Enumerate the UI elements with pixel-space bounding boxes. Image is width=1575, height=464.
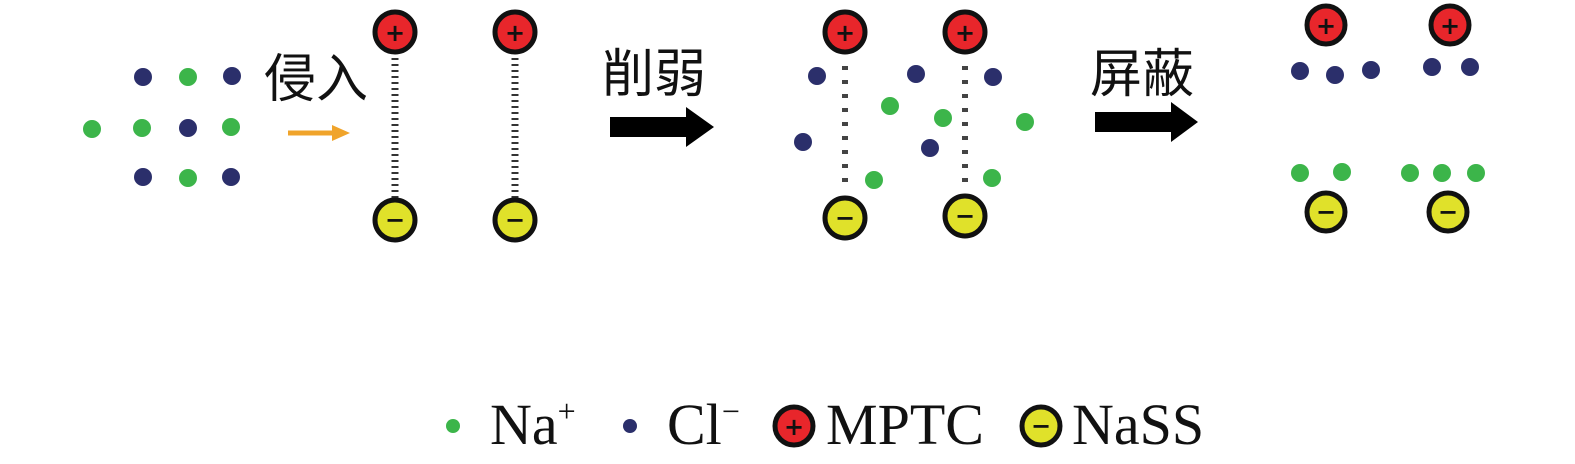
nass-unit: −	[372, 197, 418, 243]
legend-cl-swatch	[623, 419, 637, 433]
step-label-weaken: 削弱	[602, 45, 706, 105]
cl-ion	[1362, 61, 1380, 79]
svg-text:−: −	[955, 202, 975, 230]
mptc-unit: +	[822, 9, 868, 55]
legend-cl-label: Cl−	[667, 392, 740, 457]
mptc-unit: +	[1428, 3, 1472, 47]
cl-ion	[223, 67, 241, 85]
na-ion	[934, 109, 952, 127]
step-label-invade: 侵入	[264, 50, 368, 110]
cl-ion	[179, 119, 197, 137]
legend: Na+ Cl− + MPTC − NaSS	[446, 392, 1204, 457]
svg-text:−: −	[505, 206, 525, 234]
cl-ion	[1461, 58, 1479, 76]
svg-text:+: +	[1440, 12, 1460, 40]
legend-nass-icon: −	[1019, 404, 1063, 448]
legend-mptc-icon: +	[772, 404, 816, 448]
na-ion	[881, 97, 899, 115]
nass-unit: −	[492, 197, 538, 243]
svg-text:−: −	[1316, 198, 1336, 226]
cl-ion	[907, 65, 925, 83]
na-ion	[865, 171, 883, 189]
legend-na-swatch	[446, 419, 460, 433]
svg-text:+: +	[505, 19, 525, 47]
cl-ion	[921, 139, 939, 157]
stage-shielded: + + − −	[1291, 3, 1485, 234]
na-ion	[1433, 164, 1451, 182]
na-ion	[983, 169, 1001, 187]
cl-ion	[1291, 62, 1309, 80]
cl-ion	[1326, 66, 1344, 84]
stage-bonded-pairs: + − + −	[372, 9, 538, 243]
svg-text:+: +	[1316, 12, 1336, 40]
svg-text:+: +	[784, 413, 804, 441]
step-label-shield: 屏蔽	[1090, 45, 1194, 105]
nass-unit: −	[942, 193, 988, 239]
nass-unit: −	[1426, 190, 1470, 234]
small-arrow-icon	[288, 125, 350, 141]
svg-text:−: −	[1031, 412, 1051, 440]
nass-unit: −	[1304, 190, 1348, 234]
cl-ion	[134, 68, 152, 86]
na-ion	[1291, 164, 1309, 182]
nass-unit: −	[822, 195, 868, 241]
cl-ion	[794, 133, 812, 151]
legend-na-label: Na+	[490, 392, 576, 457]
stage-weakened-pairs: + + − −	[794, 9, 1034, 241]
big-arrow-icon	[1095, 102, 1198, 142]
na-ion	[1401, 164, 1419, 182]
big-arrow-icon	[610, 107, 714, 147]
svg-text:−: −	[385, 206, 405, 234]
svg-text:+: +	[835, 19, 855, 47]
mptc-unit: +	[942, 9, 988, 55]
svg-text:+: +	[385, 19, 405, 47]
cl-ion	[222, 168, 240, 186]
legend-nass-label: NaSS	[1072, 392, 1204, 457]
na-ion	[222, 118, 240, 136]
svg-text:−: −	[835, 204, 855, 232]
na-ion	[179, 169, 197, 187]
na-ion	[1467, 164, 1485, 182]
mptc-unit: +	[492, 9, 538, 55]
legend-mptc-label: MPTC	[826, 392, 984, 457]
stage-free-ions	[83, 67, 241, 187]
na-ion	[1333, 163, 1351, 181]
na-ion	[179, 68, 197, 86]
na-ion	[133, 119, 151, 137]
cl-ion	[808, 67, 826, 85]
svg-text:+: +	[955, 19, 975, 47]
svg-text:−: −	[1438, 198, 1458, 226]
mptc-unit: +	[1304, 3, 1348, 47]
na-ion	[83, 120, 101, 138]
mptc-unit: +	[372, 9, 418, 55]
cl-ion	[1423, 58, 1441, 76]
cl-ion	[984, 68, 1002, 86]
na-ion	[1016, 113, 1034, 131]
cl-ion	[134, 168, 152, 186]
